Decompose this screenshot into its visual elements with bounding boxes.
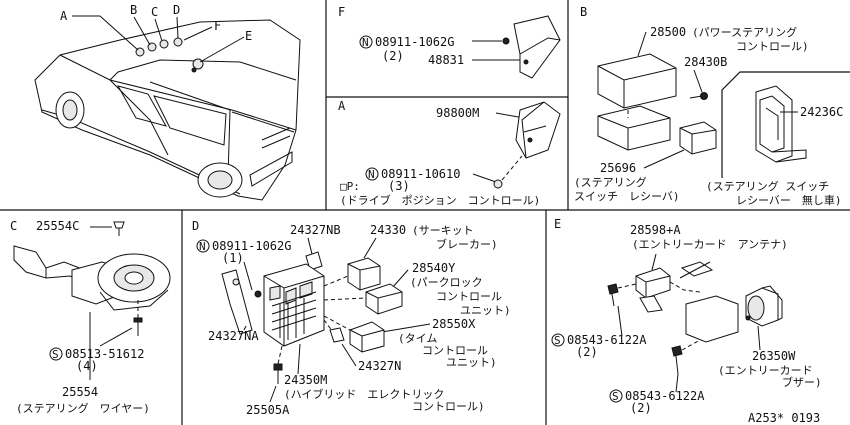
section-a-letter: A [338,99,346,113]
part-28540y: 28540Y [412,261,456,275]
screw-f-part-number: 08911-1062G [375,35,454,49]
part-28550x-name2: コントロール [422,344,488,357]
screw-d-quantity: (1) [222,251,244,265]
part-24330-name2: ブレーカー) [436,237,498,251]
part-24236c-name1: (ステアリング スイッチ [706,179,829,193]
connector-plug [13,245,47,279]
car-overview-illustration [34,19,301,201]
nut-a-quantity: (3) [388,179,410,193]
drive-position-note-label: □P: [340,180,360,193]
part-25554: 25554 [62,385,98,399]
part-28550x-name1: (タイム [398,332,437,345]
part-28540y-name1: (パークロック [410,276,483,289]
callout-c: C [151,5,158,19]
section-a: A 98800M N 08911-10610 (3) □P: (ドライブ ポジシ… [338,99,561,207]
screw-c-symbol: S [52,348,59,361]
screw-f-quantity: (2) [382,49,404,63]
bolt-25505a: 25505A [246,403,290,417]
clip-icon [113,221,125,229]
nut-a-symbol: N [368,168,375,181]
screw-c-part-number: 08513-51612 [65,347,144,361]
part-28500-name1: (パワーステアリング [692,25,797,39]
screw-c-quantity: (4) [76,359,98,373]
part-28540y-name2: コントロール [436,290,502,303]
part-28550x: 28550X [432,317,476,331]
part-26350w: 26350W [752,349,796,363]
screw-e1-quantity: (2) [576,345,598,359]
part-28500: 28500 [650,25,686,39]
section-c: C 25554C S 08513-51612 (4) 25554 (ステアリング… [10,219,171,415]
part-25696-name2: スイッチ レシーバ) [574,190,680,203]
section-c-letter: C [10,219,17,233]
bracket-24327nb: 24327NB [290,223,341,237]
bolt-28430b: 28430B [684,55,727,69]
screw-e2-symbol: S [612,390,619,403]
drive-position-note-desc: (ドライブ ポジション コントロール) [340,193,540,207]
part-24236c: 24236C [800,105,843,119]
part-26350w-name2: ブザー) [782,375,822,389]
time-control-unit [349,321,385,353]
part-48831: 48831 [428,53,464,67]
entry-card-antenna [635,267,671,299]
callout-e: E [245,29,252,43]
bracket-24327na: 24327NA [208,329,259,343]
part-28500-name2: コントロール) [736,40,809,53]
callout-a: A [60,9,68,23]
section-d-letter: D [192,219,199,233]
overview-callouts: A B C D F E [60,3,252,63]
callout-f: F [214,19,221,33]
clip-25554c: 25554C [36,219,79,233]
nut-a-part-number: 08911-10610 [381,167,460,181]
screw-d-part-number: 08911-1062G [212,239,291,253]
callout-b: B [130,3,137,17]
callout-d: D [173,3,180,17]
part-98800m: 98800M [436,106,479,120]
part-24236c-name2: レシーバー 無し車) [736,193,842,207]
section-e: E 28598+A (エントリーカード アンテナ) S 08543-6122A … [551,217,822,425]
steering-switch-receiver [679,121,717,155]
bracket-48831 [513,15,561,79]
diagram-reference-id: A253* 0193 [748,411,820,425]
part-25554-name: (ステアリング ワイヤー) [16,401,150,415]
screw-e1-symbol: S [554,334,561,347]
parklock-control-unit [365,283,403,315]
screw-e1-part-number: 08543-6122A [567,333,647,347]
part-25696: 25696 [600,161,636,175]
section-b-letter: B [580,5,587,19]
hybrid-control-module [263,263,325,347]
part-24330: 24330 [370,223,406,237]
bracket-na-shape [221,269,253,335]
section-f-letter: F [338,5,345,19]
part-28598a-name: (エントリーカード アンテナ) [632,238,788,251]
section-d: D N 08911-1062G (1) 24327NB 24330 (サーキット… [192,219,511,417]
section-e-letter: E [554,217,561,231]
part-24350m: 24350M [284,373,327,387]
power-steering-control-unit [597,53,677,109]
part-24350m-name2: コントロール) [412,400,485,413]
section-b: B 28500 (パワーステアリング コントロール) 28430B 25696 … [574,5,850,207]
unit-lower [597,105,671,151]
bracket-24327n: 24327N [358,359,401,373]
screw-d-symbol: N [199,240,206,253]
circuit-breaker [347,257,381,291]
part-24330-name1: (サーキット [412,224,474,237]
part-26350w-name1: (エントリーカード [718,364,813,377]
section-f: F N 08911-1062G (2) 48831 [338,5,561,79]
part-28540y-name3: ユニット) [460,304,511,317]
part-24350m-name1: (ハイブリッド エレクトリック [284,387,444,401]
screw-f-symbol: N [362,36,369,49]
part-25696-name1: (ステアリング [574,175,647,189]
inset-frame [721,71,850,178]
part-28550x-name3: ユニット) [446,356,497,369]
screw-e2-quantity: (2) [630,401,652,415]
entry-card-plate [685,295,739,343]
screw-e2-part-number: 08543-6122A [625,389,705,403]
part-28598a: 28598+A [630,223,681,237]
